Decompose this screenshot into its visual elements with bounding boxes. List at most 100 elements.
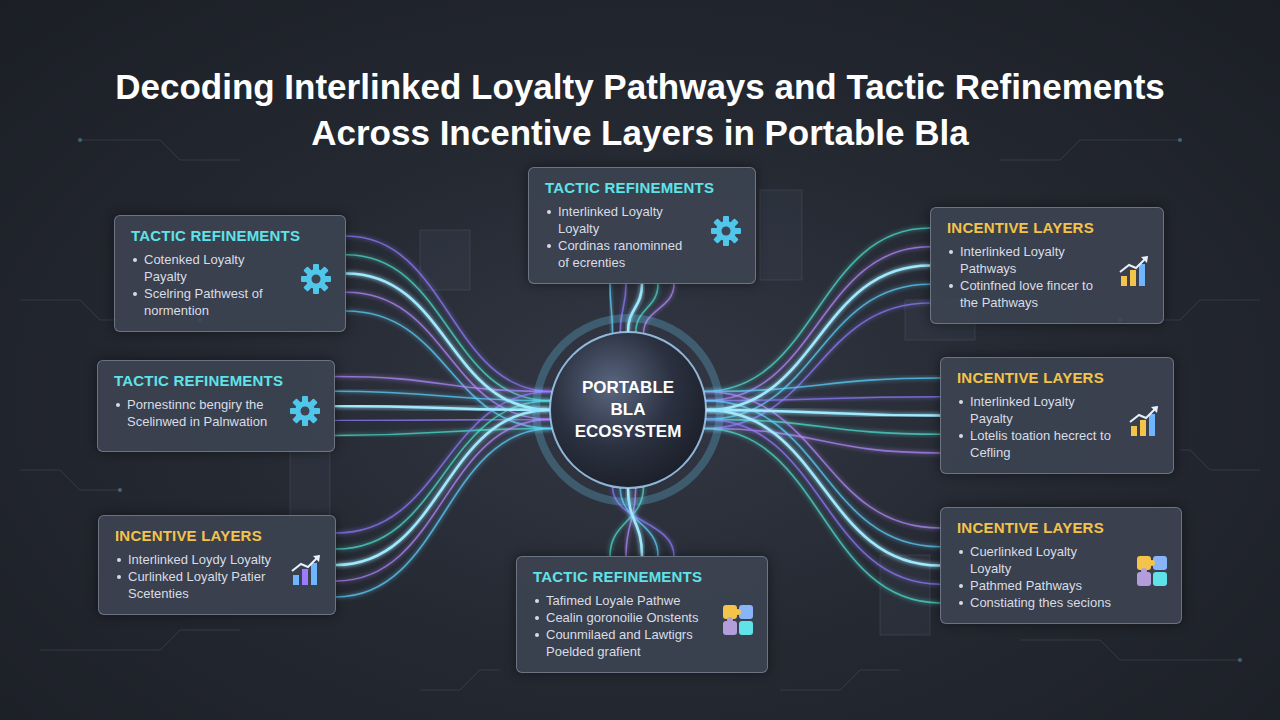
diagram-title: Decoding Interlinked Loyalty Pathways an…	[80, 64, 1200, 156]
connector	[346, 274, 550, 411]
bullet-dot	[133, 258, 137, 262]
hub-label: PORTABLE BLA ECOSYSTEM	[550, 377, 706, 443]
bullet-dot	[959, 584, 963, 588]
info-box: TACTIC REFINEMENTS Interlinked Loyalty Lo…	[528, 167, 756, 284]
info-box: INCENTIVE LAYERS Cuerlinked Loyalty Loyal…	[940, 507, 1182, 624]
glow-strands	[335, 228, 940, 603]
bullet-list: Interlinked Loyalty LoyaltyCordinas rano…	[545, 203, 741, 271]
box-heading: INCENTIVE LAYERS	[947, 218, 1149, 238]
bullet-row: Cealin goronoilie Onstents	[533, 609, 707, 626]
gear-icon	[299, 262, 333, 296]
bullet-text: Lotelis toation hecrect to Cefling	[970, 427, 1113, 461]
bullet-row: Constiating thes secions	[957, 594, 1121, 611]
info-box: TACTIC REFINEMENTSTafimed Loyale PathweC…	[516, 556, 768, 673]
bullet-dot	[535, 616, 539, 620]
bullet-list: Interlinked Loyalty PayaltyLotelis toati…	[957, 393, 1159, 461]
glow-strand	[610, 284, 613, 334]
box-heading: INCENTIVE LAYERS	[957, 518, 1167, 538]
bullet-text: Counmilaed and Lawtigrs Poelded grafient	[546, 626, 707, 660]
bullet-dot	[959, 400, 963, 404]
bullet-row: Interlinked Loyalty Pathways	[947, 243, 1103, 277]
bullet-list: Interlinked Loyalty PathwaysCotinfned lo…	[947, 243, 1149, 311]
chart-icon	[289, 553, 323, 587]
connector	[706, 266, 930, 411]
bullet-dot	[949, 284, 953, 288]
bullet-text: Constiating thes secions	[970, 594, 1111, 611]
bullet-row: Interlinked Loydy Loyalty	[115, 551, 275, 568]
glow-strand	[704, 378, 940, 391]
bullet-dot	[547, 210, 551, 214]
glow-strand	[335, 377, 552, 392]
info-box: INCENTIVE LAYERS Interlinked Loydy Loyalt…	[98, 515, 336, 615]
box-heading: TACTIC REFINEMENTS	[114, 371, 320, 391]
bullet-row: Lotelis toation hecrect to Cefling	[957, 427, 1113, 461]
bullet-dot	[959, 434, 963, 438]
connector	[628, 284, 642, 332]
circuit-dots	[78, 138, 1242, 662]
circuit-traces	[20, 140, 1260, 690]
bullet-row: Cordinas ranominned of ecrenties	[545, 237, 695, 271]
connector	[335, 406, 550, 410]
bullet-row: Counmilaed and Lawtigrs Poelded grafient	[533, 626, 707, 660]
bullet-text: Cuerlinked Loyalty Loyalty	[970, 543, 1121, 577]
bullet-list: Interlinked Loydy LoyaltyCurlinked Loyal…	[115, 551, 321, 602]
info-box: TACTIC REFINEMENTS Cotenked Loyalty Payal…	[114, 215, 346, 332]
bullet-text: Scelring Pathwest of normention	[144, 285, 285, 319]
glow-strand	[704, 391, 940, 528]
bullet-dot	[959, 601, 963, 605]
bullet-list: Cotenked Loyalty PayaltyScelring Pathwes…	[131, 251, 331, 319]
info-box: INCENTIVE LAYERS Interlinked Loyalty Path…	[930, 207, 1164, 324]
bullet-dot	[959, 550, 963, 554]
bullet-dot	[535, 599, 539, 603]
bullet-text: Cotinfned love fincer to the Pathways	[960, 277, 1103, 311]
bullet-dot	[116, 403, 120, 407]
hub-glow	[536, 318, 720, 502]
bullet-row: Cotenked Loyalty Payalty	[131, 251, 285, 285]
bullet-row: Tafimed Loyale Pathwe	[533, 592, 707, 609]
bullet-dot	[117, 558, 121, 562]
info-box: TACTIC REFINEMENTS Pornestinnc bengiry th…	[97, 360, 335, 452]
hub-disc	[550, 332, 706, 488]
connector	[706, 410, 940, 566]
bullet-text: Tafimed Loyale Pathwe	[546, 592, 680, 609]
box-heading: INCENTIVE LAYERS	[957, 368, 1159, 388]
box-heading: TACTIC REFINEMENTS	[131, 226, 331, 246]
puzzle-icon	[721, 603, 755, 637]
info-box: INCENTIVE LAYERS Interlinked Loyalty Paya…	[940, 357, 1174, 474]
puzzle-icon	[1135, 554, 1169, 588]
gear-icon	[288, 394, 322, 428]
connectors	[335, 266, 940, 566]
bullet-row: Interlinked Loyalty Payalty	[957, 393, 1113, 427]
connector	[336, 410, 550, 565]
bullet-row: Pathmed Pathways	[957, 577, 1121, 594]
bullet-row: Scelring Pathwest of normention	[131, 285, 285, 319]
bullet-row: Pornestinnc bengiry the Scelinwed in Pal…	[114, 396, 274, 430]
chart-icon	[1127, 404, 1161, 438]
chart-icon	[1117, 254, 1151, 288]
bullet-text: Interlinked Loyalty Payalty	[970, 393, 1113, 427]
hub-circle: PORTABLE BLA ECOSYSTEM	[550, 332, 706, 488]
bullet-dot	[133, 292, 137, 296]
bullet-dot	[547, 244, 551, 248]
glow-strand	[705, 419, 940, 434]
box-heading: TACTIC REFINEMENTS	[545, 178, 741, 198]
bullet-text: Pornestinnc bengiry the Scelinwed in Pal…	[127, 396, 274, 430]
glow-strand	[704, 429, 940, 453]
glow-strand	[346, 255, 551, 401]
glow-strand	[620, 284, 626, 332]
bullet-list: Pornestinnc bengiry the Scelinwed in Pal…	[114, 396, 320, 430]
bullet-dot	[117, 575, 121, 579]
bullet-dot	[535, 633, 539, 637]
bullet-row: Curlinked Loyalty Patier Scetenties	[115, 568, 275, 602]
bullet-text: Pathmed Pathways	[970, 577, 1082, 594]
glow-strand	[336, 401, 551, 549]
gear-icon	[709, 214, 743, 248]
bullet-text: Interlinked Loyalty Loyalty	[558, 203, 695, 237]
box-heading: TACTIC REFINEMENTS	[533, 567, 753, 587]
box-heading: INCENTIVE LAYERS	[115, 526, 321, 546]
bullet-text: Cealin goronoilie Onstents	[546, 609, 698, 626]
glow-strand	[335, 391, 551, 400]
bullet-text: Cotenked Loyalty Payalty	[144, 251, 285, 285]
bullet-list: Cuerlinked Loyalty LoyaltyPathmed Pathwa…	[957, 543, 1167, 611]
bullet-text: Cordinas ranominned of ecrenties	[558, 237, 695, 271]
